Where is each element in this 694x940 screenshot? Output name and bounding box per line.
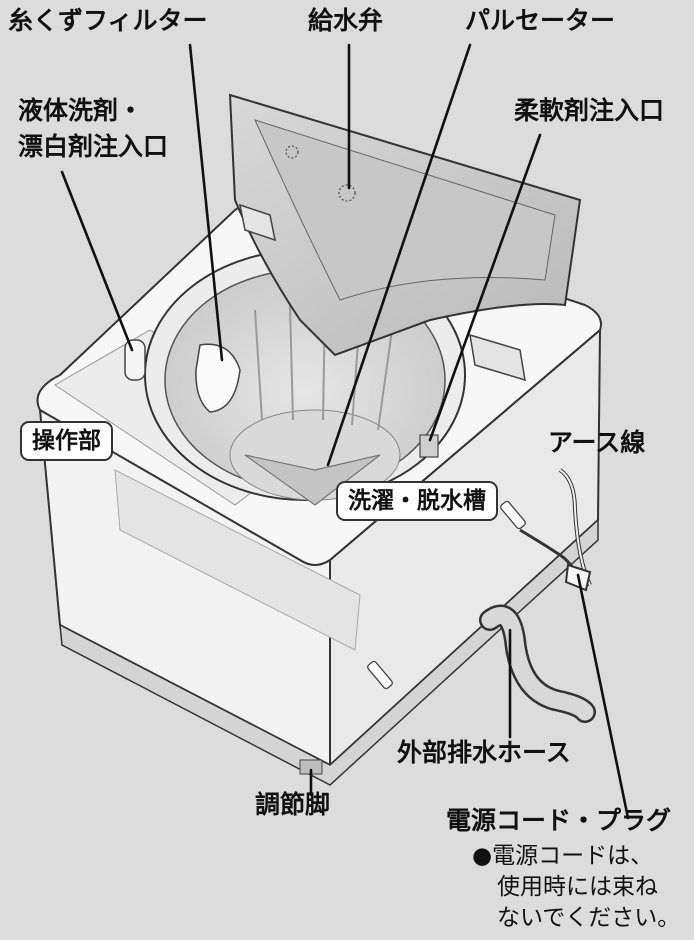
- label-power-cord: 電源コード・プラグ: [446, 806, 672, 835]
- label-softener-inlet: 柔軟剤注入口: [514, 96, 665, 125]
- note-bullet: ●: [472, 843, 493, 869]
- label-control-panel: 操作部: [20, 421, 113, 461]
- label-drain-hose: 外部排水ホース: [397, 738, 571, 767]
- water-valve-mark: [338, 184, 356, 202]
- detergent-inlet-shape: [124, 339, 146, 381]
- leader-power-cord: [576, 573, 630, 820]
- label-wash-tub: 洗濯・脱水槽: [336, 481, 498, 521]
- note-text-1: 電源コードは、: [492, 843, 654, 869]
- note-line1: ●電源コードは、: [472, 839, 653, 873]
- softener-inlet-shape: [419, 434, 439, 458]
- label-detergent-inlet-line1: 液体洗剤・: [18, 96, 144, 125]
- lid-hinge-right: [469, 333, 526, 382]
- note-line3: ないでください。: [497, 905, 681, 931]
- water-valve-mark-2: [285, 145, 299, 159]
- note-line2: 使用時には束ね: [497, 874, 658, 900]
- side-slot-2: [367, 660, 393, 690]
- label-water-valve: 給水弁: [308, 6, 384, 35]
- label-lint-filter: 糸くずフィルター: [8, 6, 208, 35]
- label-adjustable-feet: 調節脚: [255, 790, 331, 819]
- lid-hinge-left: [239, 203, 276, 242]
- base-band: [59, 518, 599, 786]
- leader-lint-filter: [188, 43, 224, 362]
- label-pulsator: パルセーター: [465, 6, 616, 35]
- leader-softener-inlet: [428, 133, 542, 442]
- leader-pulsator: [326, 43, 472, 467]
- lid-inner-panel: [254, 119, 556, 301]
- side-slot-1: [500, 500, 526, 530]
- front-panel-recess: [114, 469, 361, 651]
- lint-filter-shape: [195, 343, 241, 413]
- drain-hose-fill: [481, 607, 594, 721]
- label-ground-wire: アース線: [548, 428, 646, 457]
- pulsator-shape: [244, 454, 381, 506]
- label-detergent-inlet-line2: 漂白剤注入口: [18, 132, 169, 161]
- leader-detergent-inlet: [60, 170, 134, 352]
